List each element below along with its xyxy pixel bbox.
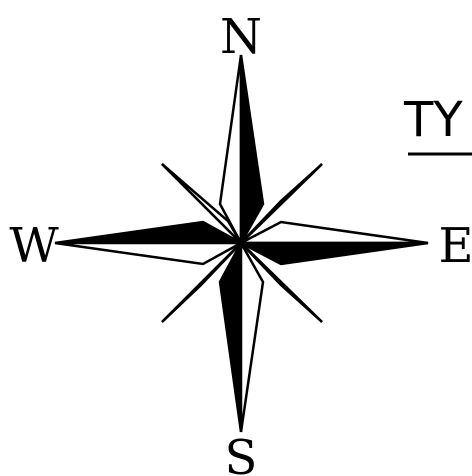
cut-text: TY	[403, 92, 463, 148]
east-label: E	[438, 218, 472, 274]
south-label: S	[225, 430, 258, 476]
north-point-black-half	[241, 55, 263, 243]
west-point-black-half	[55, 222, 241, 243]
north-point-white-half	[220, 55, 241, 243]
west-point-white-half	[55, 243, 241, 264]
compass-rose-star	[55, 55, 428, 432]
west-label: W	[9, 218, 59, 274]
east-point-black-half	[241, 243, 428, 264]
east-point-white-half	[241, 222, 428, 243]
south-point-white-half	[241, 243, 263, 432]
south-point-black-half	[220, 243, 241, 432]
